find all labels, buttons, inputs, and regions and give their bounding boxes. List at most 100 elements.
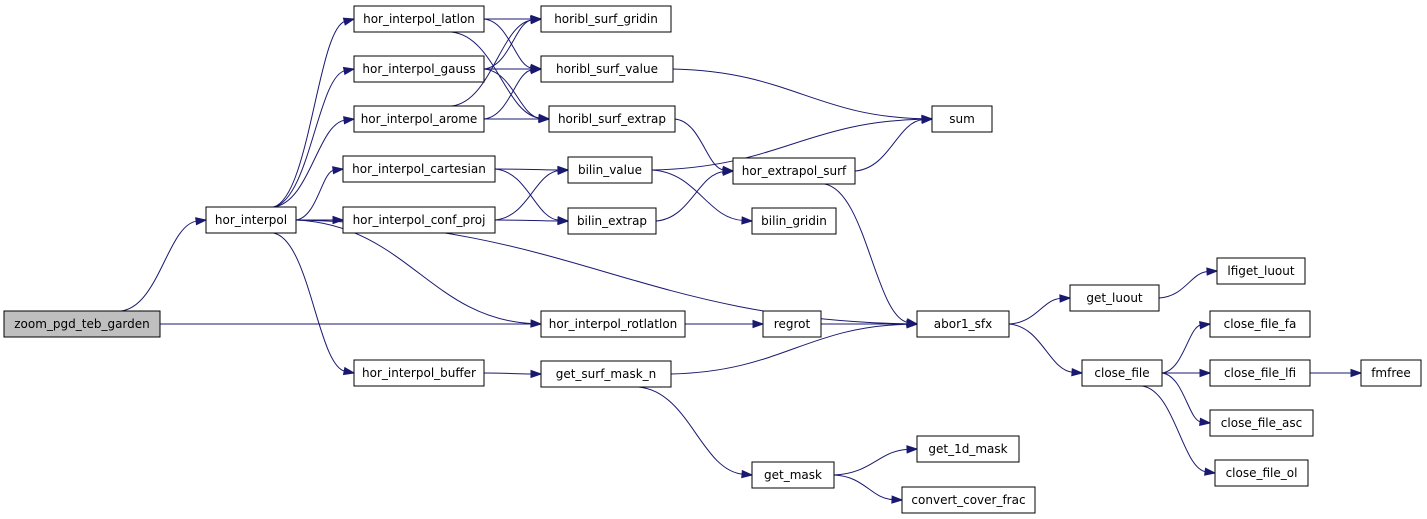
node-box: [1209, 409, 1314, 437]
node-box: [732, 157, 856, 185]
node-label: sum: [949, 112, 975, 126]
node-box: [540, 55, 674, 83]
node-box: [1081, 359, 1163, 387]
node-box: [762, 310, 822, 338]
node-bilin-extrap[interactable]: bilin_extrap: [567, 207, 657, 235]
node-close-file-lfi[interactable]: close_file_lfi: [1209, 359, 1311, 387]
node-convert-cover-frac[interactable]: convert_cover_frac: [901, 486, 1036, 514]
edge-hor-interpol-conf-proj-to-bilin-extrap: [494, 216, 570, 226]
edge-hor-interpol-arome-to-horibl-surf-gridin: [451, 15, 543, 107]
edge-hor-interpol-conf-proj-to-bilin-value: [494, 166, 570, 221]
node-hor-interpol-rotlatlon[interactable]: hor_interpol_rotlatlon: [540, 310, 686, 338]
edge-hor-interpol-to-hor-interpol-rotlatlon: [295, 219, 543, 328]
node-label: fmfree: [1371, 366, 1411, 380]
node-close-file-fa[interactable]: close_file_fa: [1209, 310, 1311, 338]
node-get-1d-mask[interactable]: get_1d_mask: [916, 435, 1020, 463]
node-box: [567, 207, 657, 235]
node-hor-interpol-latlon[interactable]: hor_interpol_latlon: [353, 5, 485, 33]
edge-zoom-pgd-teb-garden-to-hor-interpol: [120, 217, 208, 312]
edge-get-mask-to-get-1d-mask: [833, 445, 919, 476]
node-label: get_mask: [764, 468, 822, 482]
edge-hor-extrapol-surf-to-abor1-sfx: [824, 183, 919, 327]
node-box: [342, 206, 496, 234]
node-label: lfiget_luout: [1227, 264, 1294, 278]
node-close-file-ol[interactable]: close_file_ol: [1214, 459, 1309, 487]
node-horibl-surf-extrap[interactable]: horibl_surf_extrap: [548, 105, 676, 133]
node-horibl-surf-value[interactable]: horibl_surf_value: [540, 55, 674, 83]
node-box: [751, 461, 835, 489]
edge-hor-interpol-cartesian-to-bilin-value: [494, 165, 570, 175]
function-nodes: zoom_pgd_teb_garden hor_interpol hor_inter…: [3, 5, 1422, 514]
edge-get-luout-to-lfiget-luout: [1158, 267, 1219, 299]
node-label: get_surf_mask_n: [556, 367, 657, 381]
node-get-luout[interactable]: get_luout: [1069, 284, 1160, 312]
edge-horibl-surf-extrap-to-hor-extrapol-surf: [674, 118, 735, 175]
node-label: close_file: [1094, 366, 1149, 380]
edge-bilin-extrap-to-hor-extrapol-surf: [655, 167, 735, 222]
node-label: hor_interpol_buffer: [362, 366, 476, 380]
node-close-file[interactable]: close_file: [1081, 359, 1163, 387]
node-box: [540, 310, 686, 338]
node-hor-interpol-conf-proj[interactable]: hor_interpol_conf_proj: [342, 206, 496, 234]
edge-hor-interpol-to-hor-interpol-latlon: [273, 17, 356, 208]
node-label: hor_extrapol_surf: [742, 164, 847, 178]
node-label: horibl_surf_extrap: [558, 112, 666, 126]
node-get-mask[interactable]: get_mask: [751, 461, 835, 489]
node-label: bilin_gridin: [761, 214, 827, 228]
edge-hor-interpol-to-hor-interpol-buffer: [273, 232, 356, 376]
edge-hor-interpol-buffer-to-get-surf-mask-n: [483, 369, 543, 379]
node-label: horibl_surf_gridin: [554, 12, 658, 26]
node-box: [548, 105, 676, 133]
node-fmfree[interactable]: fmfree: [1360, 359, 1422, 387]
node-hor-extrapol-surf[interactable]: hor_extrapol_surf: [732, 157, 856, 185]
node-hor-interpol-buffer[interactable]: hor_interpol_buffer: [353, 359, 485, 387]
edge-close-file-to-close-file-ol: [1141, 385, 1217, 476]
node-zoom-pgd-teb-garden[interactable]: zoom_pgd_teb_garden: [3, 310, 161, 338]
node-box: [1209, 359, 1311, 387]
node-hor-interpol-gauss[interactable]: hor_interpol_gauss: [353, 55, 485, 83]
edge-hor-interpol-to-hor-interpol-cartesian: [295, 166, 345, 221]
edge-hor-interpol-gauss-to-horibl-surf-extrap: [483, 68, 551, 123]
node-label: close_file_fa: [1224, 317, 1297, 331]
edge-hor-interpol-latlon-to-horibl-surf-value: [483, 18, 543, 73]
node-box: [916, 435, 1020, 463]
edge-close-file-to-close-file-asc: [1161, 372, 1212, 426]
node-box: [931, 105, 993, 133]
node-label: hor_interpol: [215, 213, 287, 227]
edge-bilin-value-to-bilin-gridin: [651, 169, 754, 225]
node-label: convert_cover_frac: [911, 493, 1025, 507]
node-label: close_file_lfi: [1224, 366, 1296, 380]
node-label: abor1_sfx: [934, 317, 992, 331]
call-edges: [120, 14, 1363, 504]
edge-hor-interpol-arome-to-horibl-surf-extrap: [483, 114, 551, 124]
node-horibl-surf-gridin[interactable]: horibl_surf_gridin: [540, 5, 672, 33]
edge-close-file-lfi-to-fmfree: [1310, 368, 1363, 378]
node-bilin-gridin[interactable]: bilin_gridin: [751, 207, 837, 235]
node-label: close_file_ol: [1226, 466, 1298, 480]
node-box: [353, 359, 485, 387]
node-hor-interpol[interactable]: hor_interpol: [205, 206, 297, 234]
edge-hor-interpol-arome-to-horibl-surf-value: [483, 65, 543, 120]
node-box: [540, 5, 672, 33]
node-hor-interpol-cartesian[interactable]: hor_interpol_cartesian: [342, 155, 496, 183]
node-lfiget-luout[interactable]: lfiget_luout: [1216, 257, 1306, 285]
node-regrot[interactable]: regrot: [762, 310, 822, 338]
edge-close-file-to-close-file-lfi: [1162, 368, 1212, 378]
node-box: [353, 105, 485, 133]
node-label: hor_interpol_arome: [361, 112, 478, 126]
node-label: get_1d_mask: [928, 442, 1007, 456]
node-label: zoom_pgd_teb_garden: [14, 317, 150, 331]
node-get-surf-mask-n[interactable]: get_surf_mask_n: [540, 360, 672, 388]
node-box: [901, 486, 1036, 514]
edge-hor-interpol-to-hor-interpol-gauss: [273, 66, 356, 208]
node-abor1-sfx[interactable]: abor1_sfx: [916, 310, 1010, 338]
node-bilin-value[interactable]: bilin_value: [567, 156, 653, 184]
node-hor-interpol-arome[interactable]: hor_interpol_arome: [353, 105, 485, 133]
edge-abor1-sfx-to-get-luout: [1008, 294, 1072, 325]
node-sum[interactable]: sum: [931, 105, 993, 133]
node-box: [342, 155, 496, 183]
edge-hor-interpol-to-hor-interpol-arome: [273, 116, 356, 208]
node-close-file-asc[interactable]: close_file_asc: [1209, 409, 1314, 437]
node-box: [540, 360, 672, 388]
